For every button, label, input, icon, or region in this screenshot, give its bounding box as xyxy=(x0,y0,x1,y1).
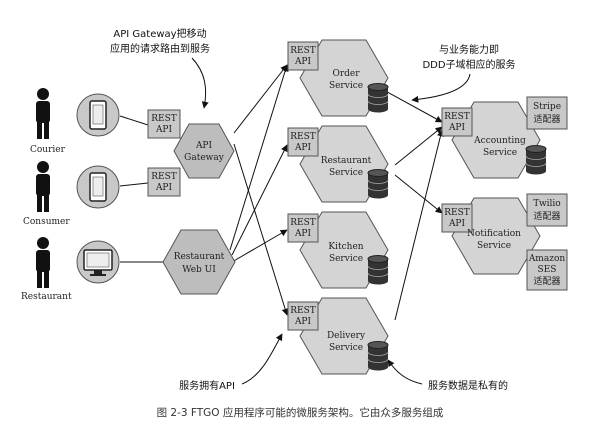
restaurant-service-label-1: Restaurant xyxy=(321,156,372,166)
api-label: API xyxy=(294,143,312,153)
stripe-adapter: Stripe 适配器 xyxy=(526,96,568,130)
api-label: API xyxy=(448,123,466,133)
order-service-label-2: Service xyxy=(329,81,363,91)
api-label: API xyxy=(294,57,312,67)
accounting-service-label-1: Accounting xyxy=(473,136,526,146)
private-data-note: 服务数据是私有的 xyxy=(428,379,508,392)
accounting-service-label-2: Service xyxy=(483,148,517,158)
api-gateway-label-1: API xyxy=(195,141,213,151)
restaurant-service-label-2: Service xyxy=(329,168,363,178)
order-rest-api-box xyxy=(287,41,319,71)
private-data-annotation: 服务数据是私有的 xyxy=(387,359,508,392)
capability-note-line1: 与业务能力即 xyxy=(439,43,499,56)
notification-service-label-2: Service xyxy=(477,241,511,251)
person-icon xyxy=(36,161,50,212)
rest-label: REST xyxy=(290,132,316,142)
accounting-rest-api-box xyxy=(441,107,473,137)
twilio-adapter: Twilio 适配器 xyxy=(526,193,568,227)
stripe-label: Stripe xyxy=(533,102,561,112)
twilio-adapter-label: 适配器 xyxy=(533,211,560,222)
figure-caption: 图 2-3 FTGO 应用程序可能的微服务架构。它由众多服务组成 xyxy=(157,406,444,419)
api-gateway-label-2: Gateway xyxy=(184,153,225,163)
stripe-adapter-label: 适配器 xyxy=(533,114,560,125)
amazon-label: Amazon xyxy=(528,254,566,264)
database-icon xyxy=(367,341,389,371)
notification-rest-api-box xyxy=(441,203,473,233)
delivery-rest-api-box xyxy=(287,301,319,331)
rest-label: REST xyxy=(290,306,316,316)
rest-label: REST xyxy=(151,114,177,124)
mobile-phone-icon xyxy=(76,165,120,209)
rest-label: REST xyxy=(444,112,470,122)
restaurant-service-node: REST API Restaurant Service xyxy=(287,125,389,203)
database-icon xyxy=(525,145,547,175)
restaurant-rest-api-box xyxy=(287,127,319,157)
gateway-rest-api-mobile-courier: REST API xyxy=(147,109,181,139)
rest-label: REST xyxy=(290,218,316,228)
database-icon xyxy=(367,169,389,199)
person-icon xyxy=(36,237,50,288)
api-label: API xyxy=(155,183,173,193)
actor-consumer-label: Consumer xyxy=(23,217,70,227)
database-icon xyxy=(367,255,389,285)
order-service-node: REST API Order Service xyxy=(287,39,389,117)
rest-label: REST xyxy=(444,208,470,218)
rest-label: REST xyxy=(151,172,177,182)
capability-note-line2: DDD子域相应的服务 xyxy=(422,58,515,71)
actor-courier-label: Courier xyxy=(30,145,66,155)
web-ui-label-2: Web UI xyxy=(182,265,216,275)
restaurant-web-ui-node: Restaurant Web UI xyxy=(162,229,236,295)
delivery-service-label-1: Delivery xyxy=(327,331,366,341)
api-label: API xyxy=(294,317,312,327)
own-api-annotation: 服务拥有API xyxy=(179,333,283,392)
person-icon xyxy=(36,88,50,139)
database-icon xyxy=(367,83,389,113)
kitchen-rest-api-box xyxy=(287,213,319,243)
capability-annotation: 与业务能力即 DDD子域相应的服务 xyxy=(411,43,516,103)
api-gateway-note-line2: 应用的请求路由到服务 xyxy=(110,42,210,55)
web-ui-label-1: Restaurant xyxy=(174,252,225,262)
own-api-note: 服务拥有API xyxy=(179,379,235,392)
mobile-phone-icon xyxy=(76,93,120,137)
kitchen-service-label-2: Service xyxy=(329,254,363,264)
api-label: API xyxy=(448,219,466,229)
delivery-service-node: REST API Delivery Service xyxy=(287,297,389,375)
ses-label: SES xyxy=(538,265,557,275)
notification-service-node: REST API Notification Service xyxy=(441,197,541,275)
actor-consumer: Consumer xyxy=(23,161,120,227)
amazon-ses-adapter-label: 适配器 xyxy=(533,276,560,287)
order-service-label-1: Order xyxy=(332,69,360,79)
kitchen-service-label-1: Kitchen xyxy=(328,242,363,252)
actor-restaurant: Restaurant xyxy=(21,237,120,302)
twilio-label: Twilio xyxy=(533,199,560,209)
delivery-service-label-2: Service xyxy=(329,343,363,353)
kitchen-service-node: REST API Kitchen Service xyxy=(287,211,389,289)
gateway-rest-api-mobile-consumer: REST API xyxy=(147,167,181,197)
accounting-service-node: REST API Accounting Service xyxy=(441,101,547,179)
api-gateway-annotation: API Gateway把移动 应用的请求路由到服务 xyxy=(110,27,210,109)
notification-service-label-1: Notification xyxy=(467,229,521,239)
api-label: API xyxy=(155,125,173,135)
actor-courier: Courier xyxy=(30,88,120,155)
api-gateway-node: API Gateway xyxy=(173,123,235,179)
desktop-monitor-icon xyxy=(76,240,120,284)
api-label: API xyxy=(294,229,312,239)
connectors xyxy=(119,64,444,321)
actor-restaurant-label: Restaurant xyxy=(21,292,72,302)
amazon-ses-adapter: Amazon SES 适配器 xyxy=(526,249,568,291)
rest-label: REST xyxy=(290,46,316,56)
api-gateway-note-line1: API Gateway把移动 xyxy=(113,27,206,40)
